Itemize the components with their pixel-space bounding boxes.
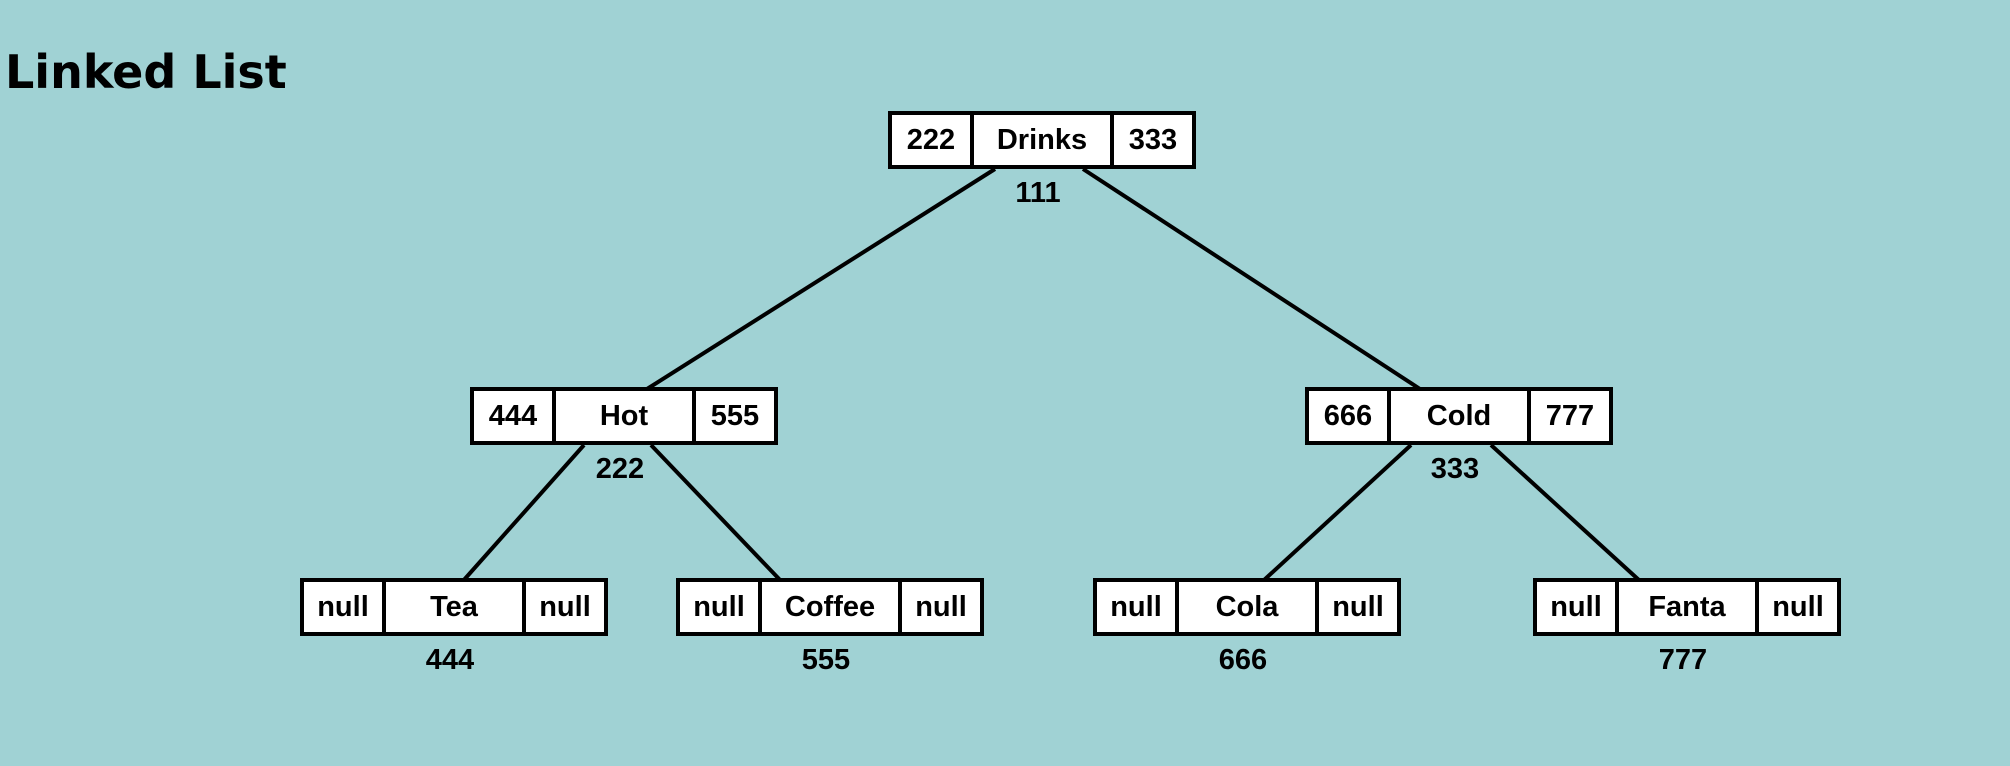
right-pointer: null — [915, 590, 967, 623]
edge-drinks-cold — [1081, 167, 1422, 391]
left-pointer: null — [1110, 590, 1162, 623]
node-address: 666 — [1218, 644, 1268, 676]
right-pointer: 555 — [710, 399, 760, 432]
edge-hot-coffee — [649, 443, 783, 583]
node-value: Tea — [382, 582, 526, 632]
left-pointer: null — [1550, 590, 1602, 623]
node-tea: null Tea null — [300, 578, 608, 636]
node-value: Drinks — [970, 115, 1114, 165]
left-pointer: 666 — [1323, 399, 1373, 432]
node-address: 111 — [1015, 177, 1061, 209]
node-drinks: 222 Drinks 333 — [888, 111, 1196, 169]
node-address: 333 — [1430, 453, 1480, 485]
edge-cold-fanta — [1489, 443, 1642, 583]
node-address: 444 — [425, 644, 475, 676]
node-value: Cold — [1387, 391, 1531, 441]
node-address: 222 — [595, 453, 645, 485]
node-hot: 444 Hot 555 — [470, 387, 778, 445]
right-pointer: null — [1772, 590, 1824, 623]
node-fanta: null Fanta null — [1533, 578, 1841, 636]
right-pointer: 333 — [1128, 123, 1178, 156]
left-pointer: null — [317, 590, 369, 623]
edge-drinks-hot — [645, 167, 997, 391]
edge-cold-cola — [1261, 443, 1413, 583]
node-address: 555 — [801, 644, 851, 676]
node-value: Hot — [552, 391, 696, 441]
right-pointer: 777 — [1545, 399, 1595, 432]
node-cola: null Cola null — [1093, 578, 1401, 636]
left-pointer: null — [693, 590, 745, 623]
diagram-title: Linked List — [5, 45, 287, 99]
left-pointer: 444 — [488, 399, 538, 432]
right-pointer: null — [539, 590, 591, 623]
left-pointer: 222 — [906, 123, 956, 156]
node-cold: 666 Cold 777 — [1305, 387, 1613, 445]
node-address: 777 — [1658, 644, 1708, 676]
node-value: Fanta — [1615, 582, 1759, 632]
node-coffee: null Coffee null — [676, 578, 984, 636]
right-pointer: null — [1332, 590, 1384, 623]
edge-hot-tea — [461, 443, 586, 583]
node-value: Cola — [1175, 582, 1319, 632]
node-value: Coffee — [758, 582, 902, 632]
